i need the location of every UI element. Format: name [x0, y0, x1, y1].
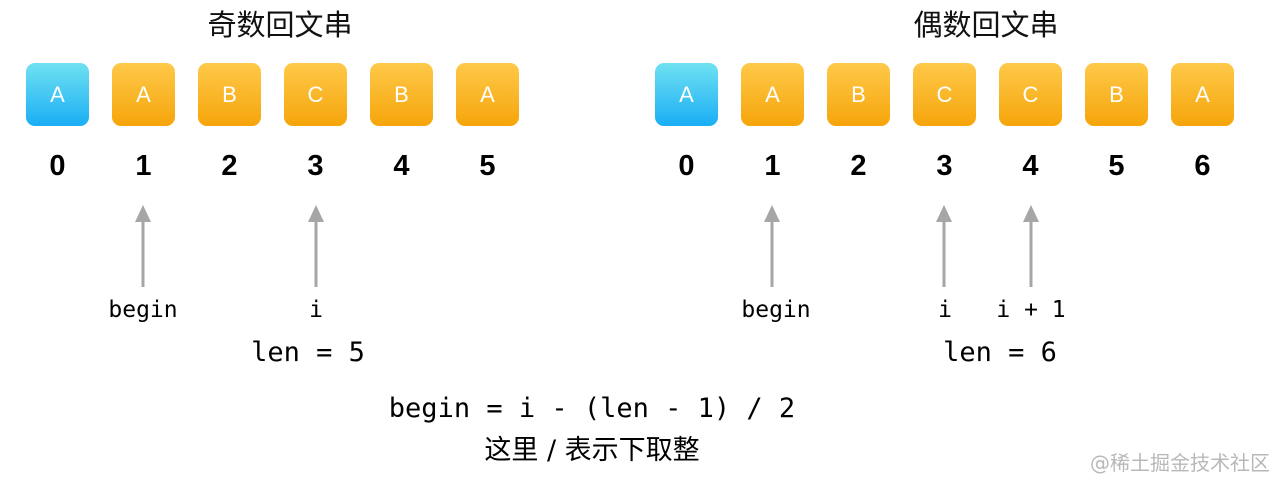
- even-index-4: 4: [1022, 150, 1039, 182]
- odd-index-2: 2: [221, 150, 238, 182]
- even-index-1: 1: [764, 150, 781, 182]
- even-cell-2: B: [827, 63, 890, 126]
- odd-cell-2: B: [198, 63, 261, 126]
- even-cell-0: A: [655, 63, 718, 126]
- odd-index-3: 3: [307, 150, 324, 182]
- odd-begin-arrow-icon: [135, 205, 151, 287]
- odd-title: 奇数回文串: [207, 8, 353, 42]
- even-begin-label: begin: [741, 297, 811, 323]
- odd-i-arrow-icon: [308, 205, 324, 287]
- odd-cell-4: B: [370, 63, 433, 126]
- even-i-plus-1-label: i + 1: [996, 297, 1066, 323]
- even-i-plus-1-arrow-icon: [1023, 205, 1039, 287]
- even-i-label: i: [938, 297, 952, 323]
- even-i-arrow-icon: [936, 205, 952, 287]
- odd-len-label: len = 5: [251, 337, 365, 368]
- odd-cell-1: A: [112, 63, 175, 126]
- even-cell-3: C: [913, 63, 976, 126]
- odd-cell-0: A: [26, 63, 89, 126]
- even-index-2: 2: [850, 150, 867, 182]
- floor-division-note: 这里 / 表示下取整: [484, 435, 700, 466]
- even-begin-arrow-icon: [764, 205, 780, 287]
- odd-index-5: 5: [479, 150, 496, 182]
- even-cell-5: B: [1085, 63, 1148, 126]
- odd-index-4: 4: [393, 150, 410, 182]
- even-len-label: len = 6: [943, 337, 1057, 368]
- begin-formula: begin = i - (len - 1) / 2: [388, 393, 796, 424]
- even-index-3: 3: [936, 150, 953, 182]
- watermark: @稀土掘金技术社区: [1090, 451, 1270, 475]
- odd-i-label: i: [309, 297, 323, 323]
- odd-cell-3: C: [284, 63, 347, 126]
- even-cell-6: A: [1171, 63, 1234, 126]
- odd-index-0: 0: [49, 150, 66, 182]
- even-cell-4: C: [999, 63, 1062, 126]
- even-cell-1: A: [741, 63, 804, 126]
- odd-begin-label: begin: [108, 297, 178, 323]
- even-index-6: 6: [1194, 150, 1211, 182]
- odd-cell-5: A: [456, 63, 519, 126]
- even-title: 偶数回文串: [913, 8, 1059, 42]
- even-index-0: 0: [678, 150, 695, 182]
- even-index-5: 5: [1108, 150, 1125, 182]
- odd-index-1: 1: [135, 150, 152, 182]
